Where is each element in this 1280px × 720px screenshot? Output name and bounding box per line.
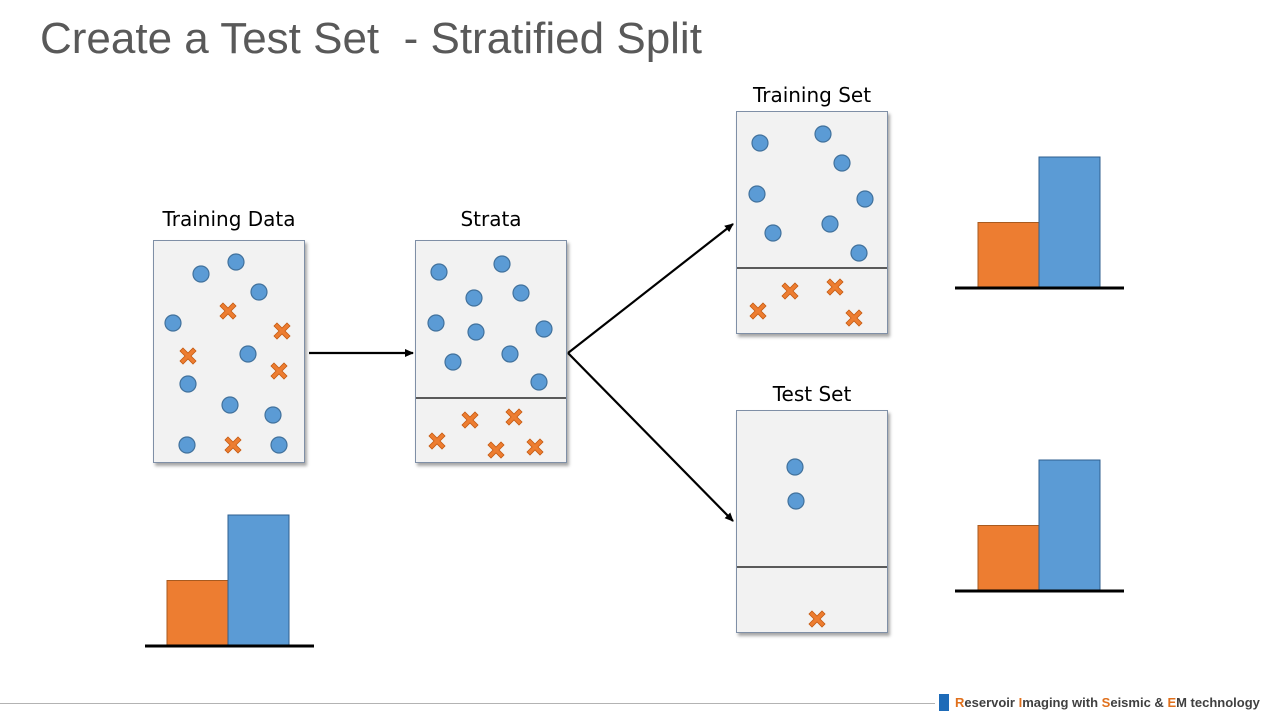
- orange-x-icon: [219, 302, 237, 320]
- bar-blue: [1038, 459, 1101, 592]
- training-data-label: Training Data: [162, 207, 296, 231]
- slide-title: Create a Test Set - Stratified Split: [40, 14, 702, 63]
- blue-circle-icon: [239, 345, 257, 363]
- footer-part: eservoir: [964, 695, 1019, 710]
- footer-text: Reservoir Imaging with Seismic & EM tech…: [955, 695, 1260, 710]
- orange-x-icon: [845, 309, 863, 327]
- test-set-panel: [736, 410, 888, 633]
- strata-markers: [427, 255, 553, 459]
- footer-part: M technology: [1176, 695, 1260, 710]
- bar-blue: [1038, 156, 1101, 289]
- bar-orange: [977, 525, 1040, 592]
- blue-circle-icon: [512, 284, 530, 302]
- orange-x-icon: [270, 362, 288, 380]
- arrow-strata-to-test-set: [567, 352, 734, 522]
- footer-part: eismic &: [1110, 695, 1168, 710]
- footer-rule: [0, 703, 935, 704]
- orange-x-icon: [224, 436, 242, 454]
- footer-part: maging with: [1022, 695, 1102, 710]
- test-set-label: Test Set: [772, 382, 852, 406]
- blue-circle-icon: [430, 263, 448, 281]
- footer-part: S: [1101, 695, 1111, 710]
- orange-x-icon: [749, 302, 767, 320]
- arrow-strata-to-training-set: [567, 223, 734, 354]
- footer-part: R: [955, 695, 965, 710]
- bar-blue: [227, 514, 290, 647]
- blue-circle-icon: [250, 283, 268, 301]
- blue-circle-icon: [465, 289, 483, 307]
- blue-circle-icon: [501, 345, 519, 363]
- blue-circle-icon: [856, 190, 874, 208]
- orange-x-icon: [781, 282, 799, 300]
- blue-circle-icon: [493, 255, 511, 273]
- blue-circle-icon: [751, 134, 769, 152]
- blue-circle-icon: [535, 320, 553, 338]
- blue-circle-icon: [264, 406, 282, 424]
- orange-x-icon: [461, 411, 479, 429]
- orange-x-icon: [526, 438, 544, 456]
- blue-circle-icon: [833, 154, 851, 172]
- blue-circle-icon: [427, 314, 445, 332]
- training-data-panel: [153, 240, 305, 463]
- blue-circle-icon: [786, 458, 804, 476]
- blue-circle-icon: [164, 314, 182, 332]
- blue-circle-icon: [467, 323, 485, 341]
- test-set-markers: [786, 458, 826, 628]
- training-data-markers: [164, 253, 291, 454]
- blue-circle-icon: [850, 244, 868, 262]
- blue-circle-icon: [530, 373, 548, 391]
- orange-x-icon: [808, 610, 826, 628]
- strata-label: Strata: [460, 207, 522, 231]
- orange-x-icon: [826, 278, 844, 296]
- orange-x-icon: [487, 441, 505, 459]
- orange-x-icon: [505, 408, 523, 426]
- blue-circle-icon: [814, 125, 832, 143]
- footer-part: I: [1018, 695, 1023, 710]
- blue-circle-icon: [270, 436, 288, 454]
- blue-circle-icon: [764, 224, 782, 242]
- orange-x-icon: [428, 432, 446, 450]
- footer-brand-mark: [939, 694, 949, 711]
- blue-circle-icon: [227, 253, 245, 271]
- blue-circle-icon: [444, 353, 462, 371]
- blue-circle-icon: [787, 492, 805, 510]
- test-set-bar-chart: [955, 459, 1124, 593]
- bar-orange: [977, 222, 1040, 289]
- footer-part: E: [1167, 695, 1177, 710]
- training-set-label: Training Set: [752, 83, 872, 107]
- training-data-bar-chart: [145, 514, 314, 648]
- orange-x-icon: [179, 347, 197, 365]
- blue-circle-icon: [221, 396, 239, 414]
- blue-circle-icon: [192, 265, 210, 283]
- blue-circle-icon: [179, 375, 197, 393]
- training-set-bar-chart: [955, 156, 1124, 290]
- blue-circle-icon: [748, 185, 766, 203]
- bar-orange: [166, 580, 229, 647]
- orange-x-icon: [273, 322, 291, 340]
- blue-circle-icon: [178, 436, 196, 454]
- blue-circle-icon: [821, 215, 839, 233]
- training-set-markers: [748, 125, 874, 327]
